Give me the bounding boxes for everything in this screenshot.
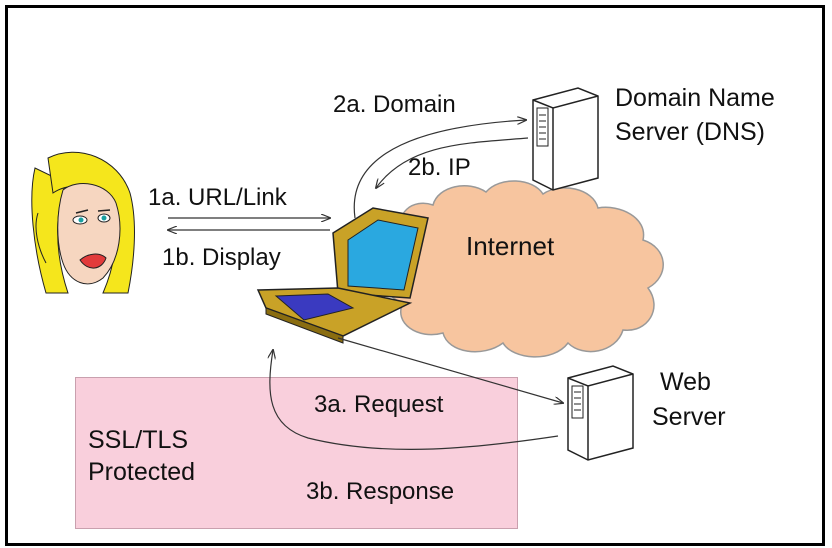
arrow-3b (270, 350, 559, 450)
flow-arrows (168, 120, 563, 450)
step-1b-label: 1b. Display (162, 244, 281, 271)
internet-label: Internet (466, 231, 555, 261)
web-server-label-line1: Web (660, 368, 711, 396)
ssl-label-line2: Protected (88, 458, 196, 486)
internet-cloud-icon (384, 180, 664, 358)
ssl-protected-zone (75, 377, 518, 529)
diagram-canvas (31, 87, 664, 461)
dns-label-line1: Domain Name (615, 84, 775, 112)
user-face-icon (31, 151, 135, 294)
arrow-2b (376, 137, 529, 188)
ssl-label-line1: SSL/TLS (88, 426, 189, 454)
web-server-label-line2: Server (652, 403, 726, 431)
step-2a-label: 2a. Domain (333, 91, 456, 118)
step-1a-label: 1a. URL/Link (148, 184, 287, 211)
arrow-3a (337, 337, 563, 403)
diagram-frame: 1a. URL/Link 1b. Display 2a. Domain 2b. … (5, 5, 825, 546)
web-server-icon (567, 365, 634, 461)
arrow-2a (353, 120, 526, 219)
step-3a-label: 3a. Request (314, 391, 444, 418)
step-3b-label: 3b. Response (306, 478, 455, 505)
dns-label-line2: Server (DNS) (615, 118, 766, 146)
dns-server-icon (532, 87, 599, 191)
laptop-icon (256, 207, 429, 344)
step-2b-label: 2b. IP (408, 154, 471, 181)
